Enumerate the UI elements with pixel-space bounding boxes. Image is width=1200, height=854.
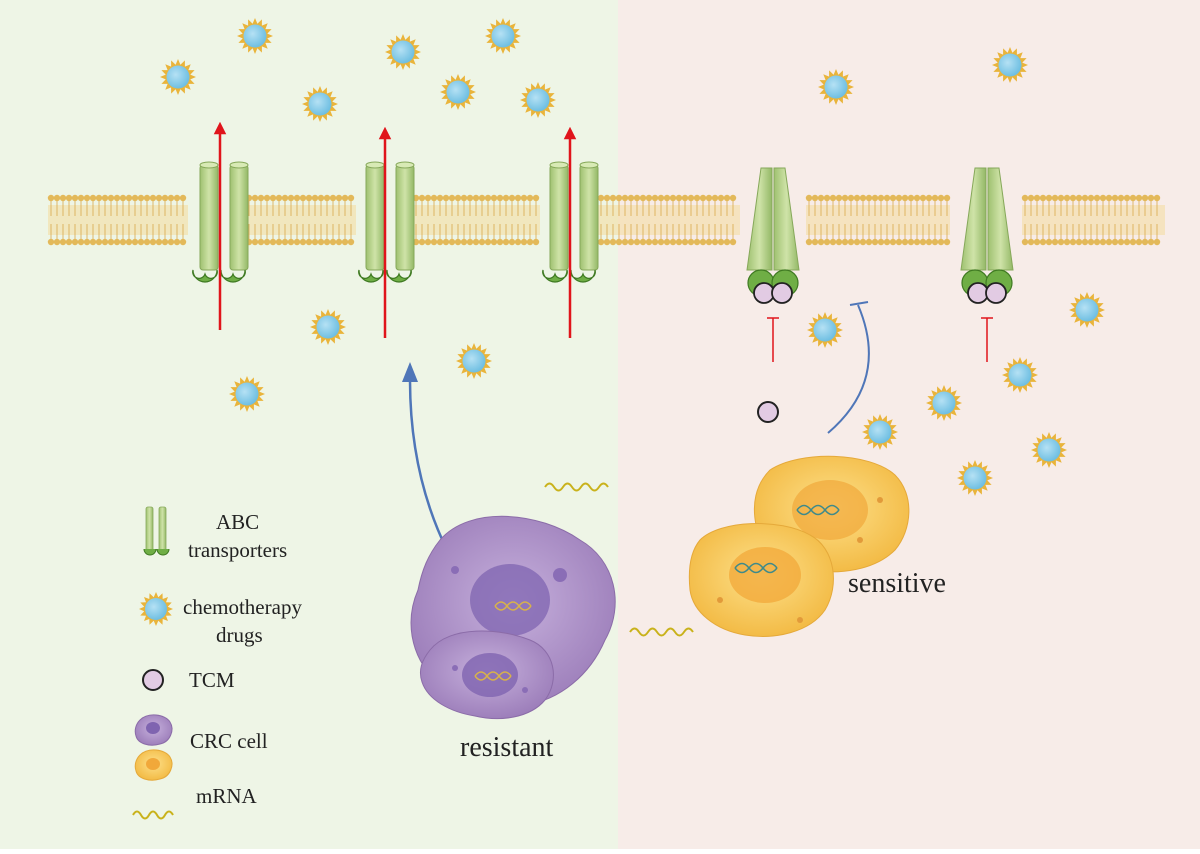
chemotherapy-drug-icon — [139, 592, 173, 626]
dna-helix-icon — [734, 504, 840, 574]
membrane-segment — [805, 194, 951, 246]
chemotherapy-drug — [1002, 357, 1038, 393]
membrane-segment — [1021, 194, 1165, 246]
crc-cell-icon — [134, 714, 173, 781]
tcm-circle-icon — [142, 669, 164, 691]
dna-helix-icon — [474, 601, 532, 681]
resistant-cells — [410, 515, 616, 720]
sensitive-label: sensitive — [848, 568, 946, 599]
mrna-wave-icon — [132, 810, 174, 820]
tcm-inhibition-curve — [827, 304, 870, 434]
legend-abc-label-line2: transporters — [188, 538, 288, 562]
legend-mrna-label: mRNA — [196, 784, 257, 808]
inhibition-markers — [767, 301, 993, 434]
abc-transporter-open — [542, 161, 599, 283]
chemotherapy-drug — [237, 18, 273, 54]
chemotherapy-drug — [807, 312, 843, 348]
mrna-strand — [544, 482, 609, 492]
efflux-arrows — [213, 121, 577, 338]
tcm-molecule — [771, 282, 793, 304]
legend-abc-label-line1: ABC — [216, 510, 260, 534]
chemotherapy-drug — [926, 385, 962, 421]
sensitive-nucleus — [729, 547, 801, 603]
membrane-segment — [597, 194, 740, 246]
resistant-side-background — [0, 0, 618, 849]
legend-crc-label: CRC cell — [190, 729, 268, 753]
membrane-segment — [47, 194, 188, 246]
abc-transporter-open — [192, 161, 249, 283]
tcm-molecule — [985, 282, 1007, 304]
chemotherapy-drug — [160, 59, 196, 95]
resistant-label: resistant — [460, 732, 554, 763]
chemotherapy-drug — [1031, 432, 1067, 468]
mrna-group — [544, 482, 694, 637]
abc-transporter-blocked — [746, 167, 800, 304]
chemotherapy-drug — [818, 69, 854, 105]
chemotherapy-drug — [992, 47, 1028, 83]
abc-transporter-blocked — [960, 167, 1014, 304]
chemotherapy-drug — [957, 460, 993, 496]
mrna-strand — [629, 627, 694, 637]
legend-tcm-label: TCM — [189, 668, 235, 692]
chemotherapy-drug — [1069, 292, 1105, 328]
chemotherapy-drug — [440, 74, 476, 110]
sensitive-side-background — [618, 0, 1200, 849]
chemotherapy-drug — [385, 34, 421, 70]
chemotherapy-drugs-group — [160, 18, 1105, 496]
legend-drug-label-line2: drugs — [216, 623, 263, 647]
tcm-molecule — [757, 401, 779, 423]
cell-membrane — [47, 194, 1165, 246]
chemotherapy-drug — [520, 82, 556, 118]
chemotherapy-drug — [302, 86, 338, 122]
chemotherapy-drug — [485, 18, 521, 54]
resistant-nucleus — [470, 564, 550, 636]
chemotherapy-drug — [229, 376, 265, 412]
chemotherapy-drug — [456, 343, 492, 379]
membrane-segment — [245, 194, 356, 246]
tcm-molecule — [753, 282, 775, 304]
legend-drug-label-line1: chemotherapy — [183, 595, 302, 619]
tcm-inhibition-bar — [849, 301, 869, 306]
sensitive-cells — [688, 455, 910, 637]
legend-icons — [132, 506, 174, 820]
tcm-molecule — [967, 282, 989, 304]
resistant-nucleus — [462, 653, 518, 697]
chemotherapy-drug — [862, 414, 898, 450]
sensitive-nucleus — [792, 480, 868, 540]
abc-transporter-icon — [143, 506, 170, 556]
membrane-segment — [412, 194, 540, 246]
chemotherapy-drug — [310, 309, 346, 345]
